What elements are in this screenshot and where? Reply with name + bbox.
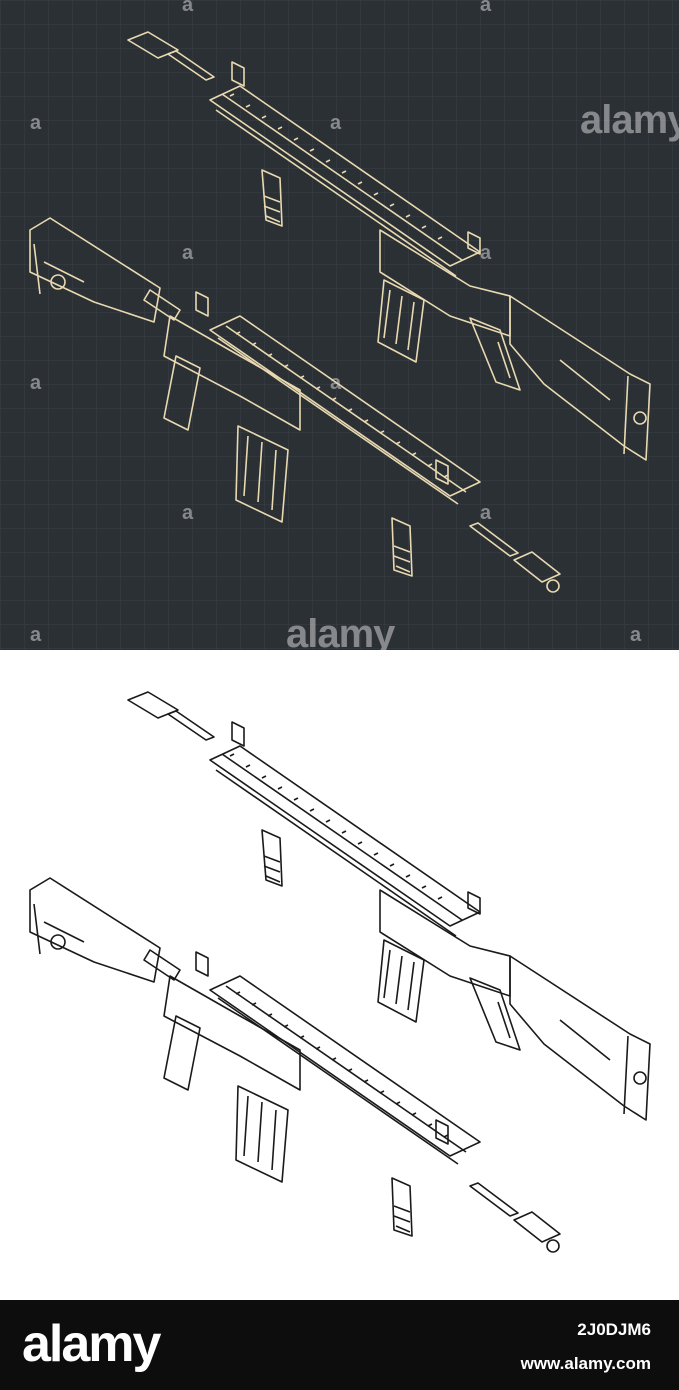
watermark-mark: a — [330, 372, 341, 394]
watermark-mark: a — [480, 0, 491, 16]
stock-footer: alamy 2J0DJM6 www.alamy.com — [0, 1300, 679, 1390]
sketch-drawing — [29, 691, 651, 1253]
image-id: 2J0DJM6 — [577, 1320, 651, 1339]
watermark-mark: a — [30, 372, 41, 394]
watermark-mark: a — [182, 242, 193, 264]
watermark-mark: a — [30, 624, 41, 646]
watermark-mark: a — [630, 624, 641, 646]
blueprint-drawing — [0, 0, 679, 650]
watermark-mark: a — [330, 112, 341, 134]
watermark-mark: a — [480, 502, 491, 524]
sketch-panel — [0, 650, 679, 1300]
watermark-mark: a — [480, 242, 491, 264]
rifle-sketch-lower — [29, 877, 561, 1253]
site-url[interactable]: www.alamy.com — [520, 1354, 651, 1373]
watermark-mark: a — [182, 502, 193, 524]
watermark-logo: alamy — [580, 98, 679, 142]
watermark-logo: alamy — [286, 612, 395, 656]
blueprint-grid — [0, 0, 679, 650]
blueprint-panel: a a a a a a a a a a a a alamy alamy — [0, 0, 679, 656]
watermark-mark: a — [30, 112, 41, 134]
brand-logo: alamy — [22, 1315, 161, 1373]
rifle-sketch-upper — [127, 691, 651, 1121]
watermark-mark: a — [182, 0, 193, 16]
